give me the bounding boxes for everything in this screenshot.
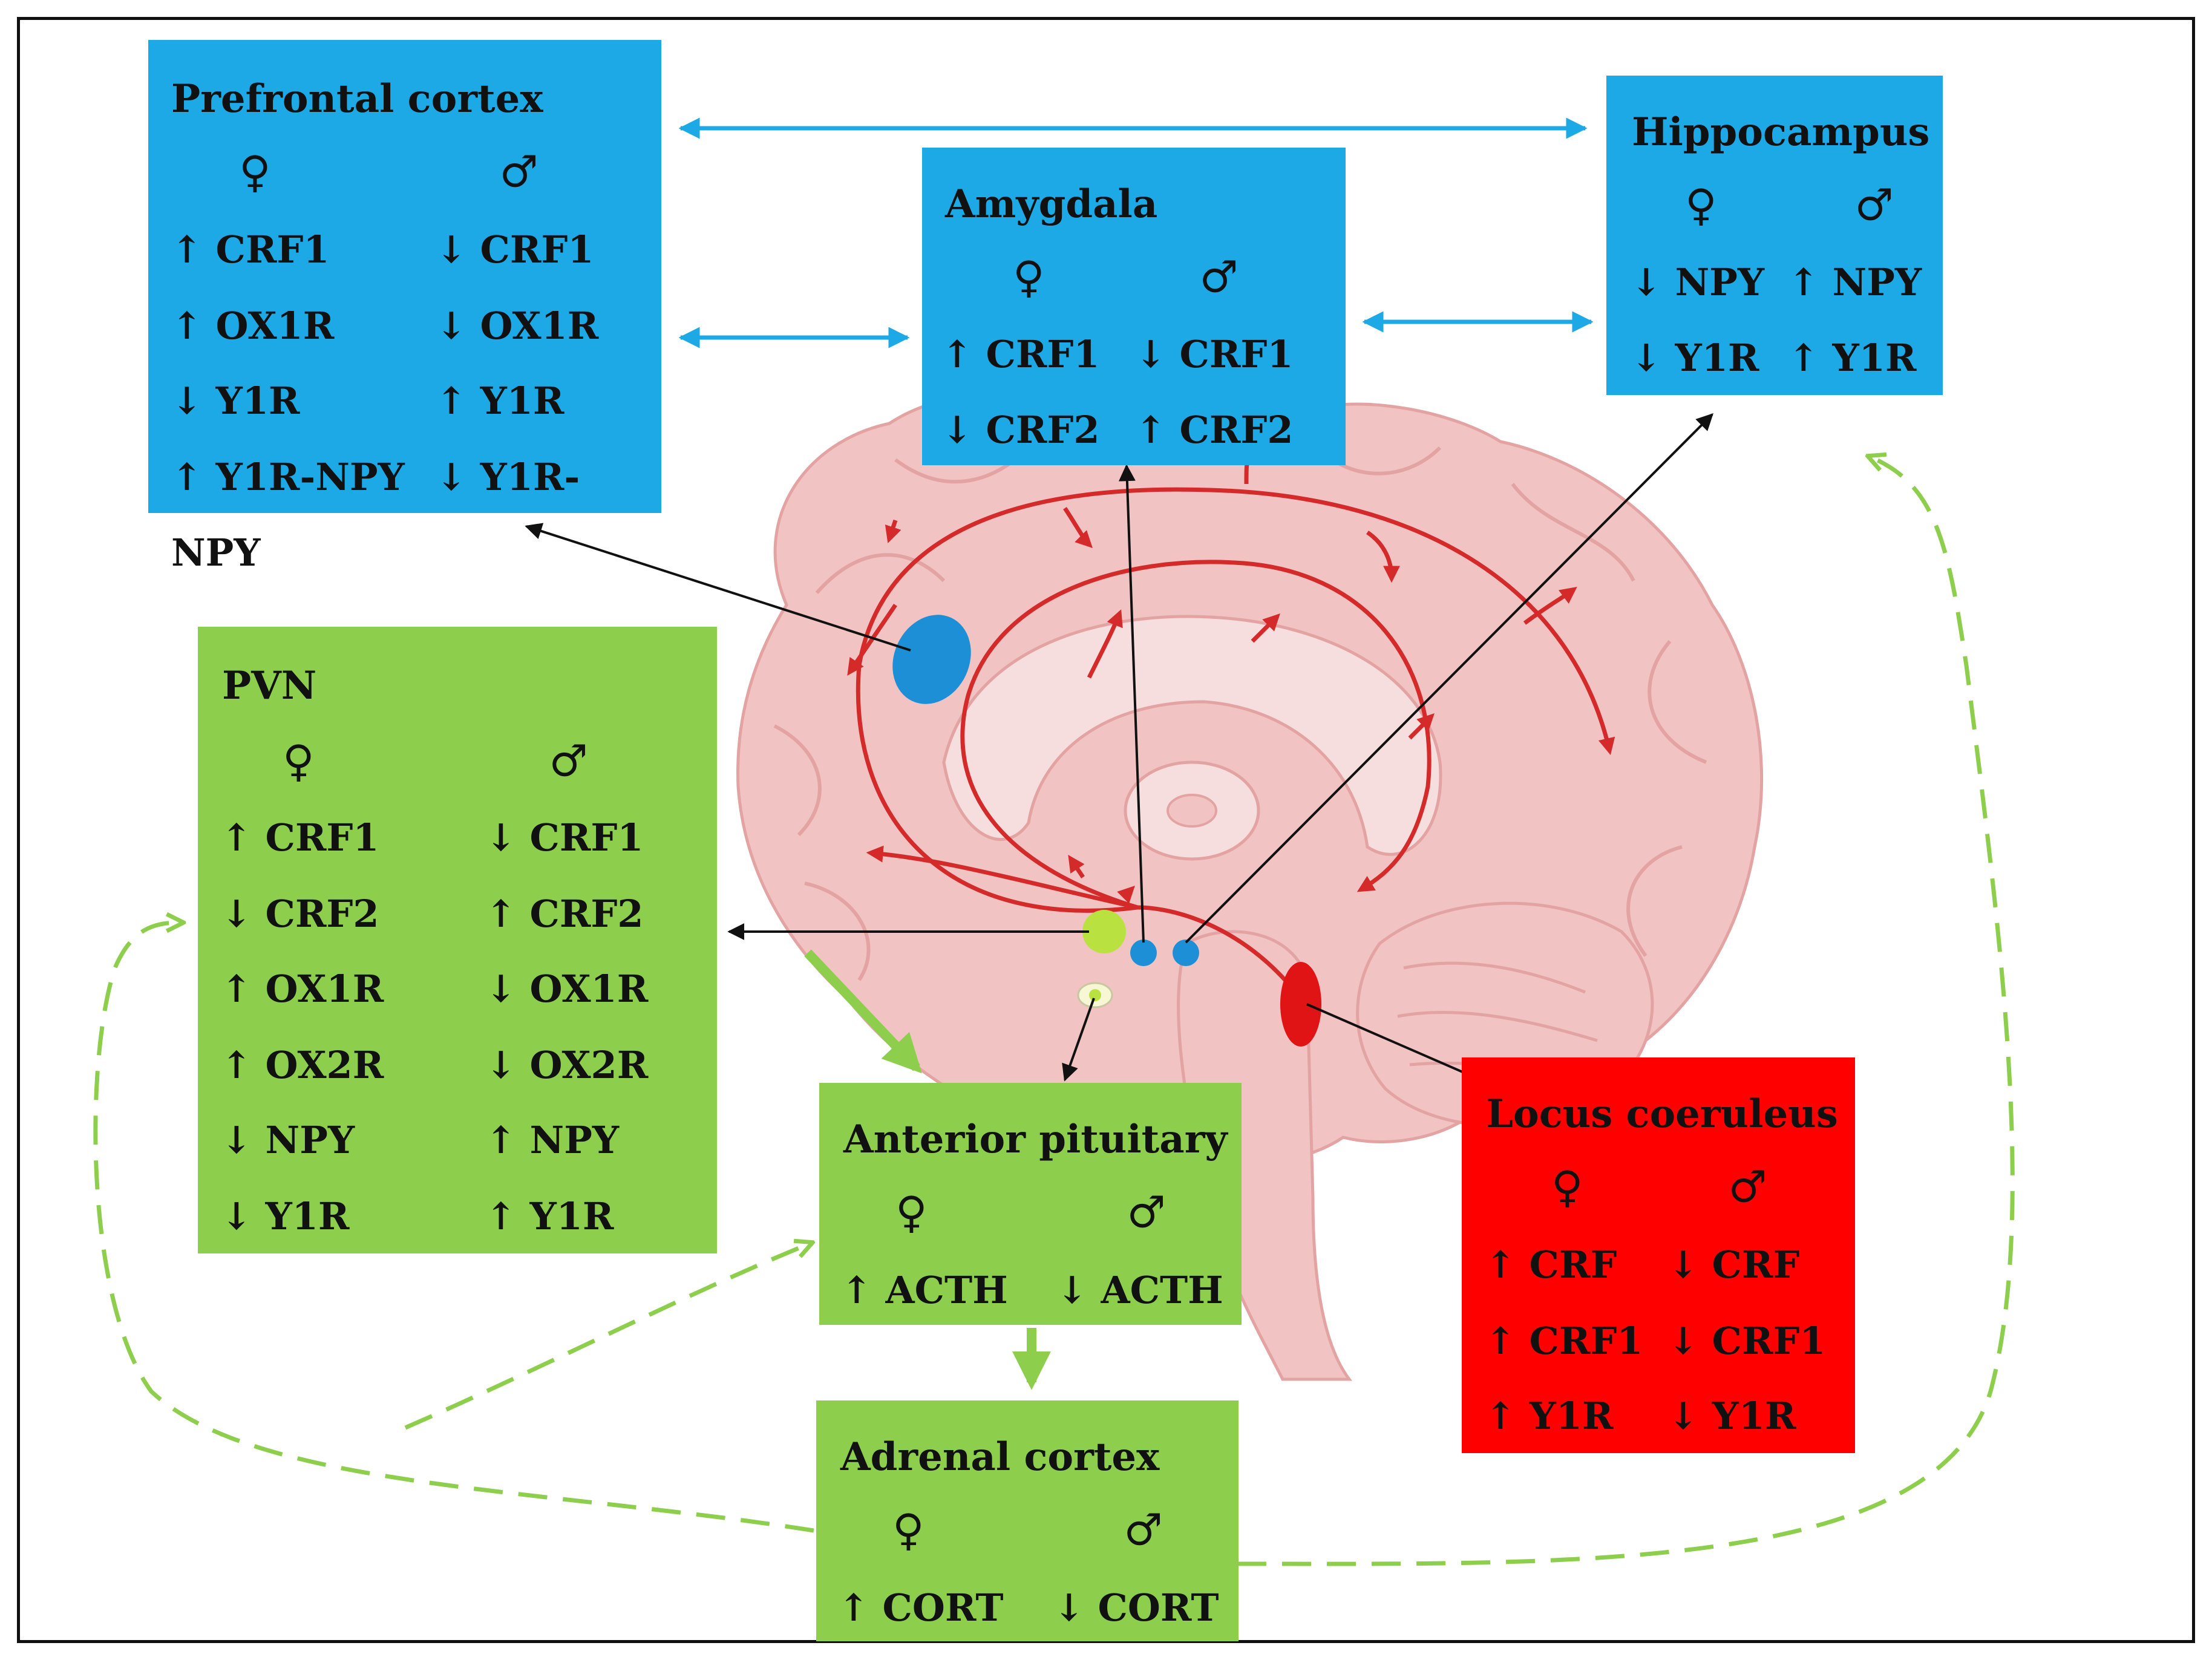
female-row: ↑ ACTH bbox=[841, 1268, 1008, 1312]
female-row: ↑ Y1R bbox=[1485, 1394, 1614, 1438]
negative-feedback-loops bbox=[93, 457, 2015, 1566]
male-symbol: ♂ bbox=[1854, 180, 1894, 230]
female-symbol: ♀ bbox=[892, 1505, 924, 1555]
male-symbol: ♂ bbox=[1124, 1505, 1163, 1555]
female-symbol: ♀ bbox=[895, 1187, 928, 1238]
locus-coeruleus-marker bbox=[1280, 962, 1321, 1047]
female-row: ↓ CRF2 bbox=[941, 408, 1100, 452]
brain-shape bbox=[736, 384, 1763, 1381]
amygdala-box: Amygdala ♀ ♂ ↑ CRF1 ↓ CRF2 ↓ CRF1 ↑ CRF2 bbox=[922, 148, 1346, 465]
female-row: ↑ CRF1 bbox=[1485, 1319, 1643, 1363]
male-row: ↑ Y1R bbox=[485, 1194, 614, 1238]
male-row: ↑ Y1R bbox=[436, 379, 564, 423]
male-row: ↑ NPY bbox=[485, 1118, 620, 1162]
male-symbol: ♂ bbox=[499, 146, 538, 197]
male-row: ↓ CRF bbox=[1667, 1243, 1800, 1287]
female-symbol: ♀ bbox=[1551, 1162, 1583, 1212]
male-row: ↓ OX2R bbox=[485, 1043, 649, 1087]
outer-frame bbox=[17, 17, 2195, 1643]
male-row: ↓ Y1R- bbox=[436, 455, 580, 499]
female-row: ↓ Y1R bbox=[1631, 336, 1759, 380]
male-row: ↑ Y1R bbox=[1788, 336, 1917, 380]
hippocampus-marker bbox=[1173, 939, 1199, 966]
prefrontal-marker bbox=[892, 615, 971, 704]
hippocampus-box: Hippocampus ♀ ♂ ↓ NPY ↓ Y1R ↑ NPY ↑ Y1R bbox=[1606, 76, 1943, 395]
female-symbol: ♀ bbox=[239, 146, 271, 197]
male-row: ↑ NPY bbox=[1788, 260, 1922, 304]
box-title: Adrenal cortex bbox=[840, 1434, 1160, 1480]
female-row: ↓ Y1R bbox=[221, 1194, 350, 1238]
male-row: ↑ CRF2 bbox=[1135, 408, 1294, 452]
female-row: ↓ NPY bbox=[1631, 260, 1765, 304]
male-symbol: ♂ bbox=[549, 736, 588, 786]
box-title: Hippocampus bbox=[1632, 109, 1930, 155]
female-row: ↑ CRF1 bbox=[221, 815, 379, 860]
anterior-pituitary-box: Anterior pituitary ♀ ♂ ↑ ACTH ↓ ACTH bbox=[819, 1083, 1242, 1325]
female-row: ↓ CRF2 bbox=[221, 892, 379, 936]
box-title: Anterior pituitary bbox=[843, 1117, 1228, 1162]
male-symbol: ♂ bbox=[1199, 252, 1239, 302]
female-symbol: ♀ bbox=[1013, 252, 1045, 302]
male-row: ↑ CRF2 bbox=[485, 892, 644, 936]
female-row: ↑ CORT bbox=[838, 1586, 1004, 1630]
male-row: ↓ CRF1 bbox=[436, 227, 594, 272]
female-symbol: ♀ bbox=[283, 736, 315, 786]
male-symbol: ♂ bbox=[1127, 1187, 1166, 1238]
prefrontal-cortex-box: Prefrontal cortex ♀ ♂ ↑ CRF1 ↑ OX1R ↓ Y1… bbox=[148, 40, 661, 513]
female-symbol: ♀ bbox=[1685, 180, 1717, 230]
pvn-marker bbox=[1082, 910, 1126, 953]
locus-coeruleus-box: Locus coeruleus ♀ ♂ ↑ CRF ↑ CRF1 ↑ Y1R ↓… bbox=[1462, 1057, 1855, 1453]
male-row: ↓ OX1R bbox=[436, 304, 599, 348]
female-row: ↓ Y1R bbox=[171, 379, 300, 423]
female-row: ↑ CRF1 bbox=[171, 227, 330, 272]
hpa-axis-arrows bbox=[804, 949, 1051, 1390]
reciprocal-arrows bbox=[678, 117, 1594, 348]
box-title: Locus coeruleus bbox=[1486, 1091, 1838, 1137]
female-row: ↑ CRF bbox=[1485, 1243, 1617, 1287]
male-symbol: ♂ bbox=[1728, 1162, 1767, 1212]
female-row: ↑ OX1R bbox=[221, 967, 384, 1011]
male-row: ↓ ACTH bbox=[1056, 1268, 1223, 1312]
male-row: ↓ CRF1 bbox=[1667, 1319, 1826, 1363]
amygdala-marker bbox=[1130, 939, 1157, 966]
box-title: Prefrontal cortex bbox=[171, 76, 543, 122]
prefrontal-overflow-label: NPY bbox=[171, 531, 261, 575]
male-row: ↓ CORT bbox=[1053, 1586, 1219, 1630]
female-row: ↑ CRF1 bbox=[941, 332, 1100, 376]
female-row: ↑ OX1R bbox=[171, 304, 335, 348]
female-row: ↑ Y1R-NPY bbox=[171, 455, 405, 499]
box-title: PVN bbox=[222, 663, 317, 708]
male-row: ↓ OX1R bbox=[485, 967, 649, 1011]
male-row: ↓ Y1R bbox=[1667, 1394, 1796, 1438]
male-row: ↓ CRF1 bbox=[485, 815, 644, 860]
pvn-box: PVN ♀ ♂ ↑ CRF1 ↓ CRF2 ↑ OX1R ↑ OX2R ↓ NP… bbox=[198, 627, 717, 1253]
female-row: ↑ OX2R bbox=[221, 1043, 384, 1087]
box-title: Amygdala bbox=[945, 181, 1158, 227]
female-row: ↓ NPY bbox=[221, 1118, 355, 1162]
male-row: ↓ CRF1 bbox=[1135, 332, 1294, 376]
adrenal-cortex-box: Adrenal cortex ♀ ♂ ↑ CORT ↓ CORT bbox=[816, 1400, 1239, 1641]
